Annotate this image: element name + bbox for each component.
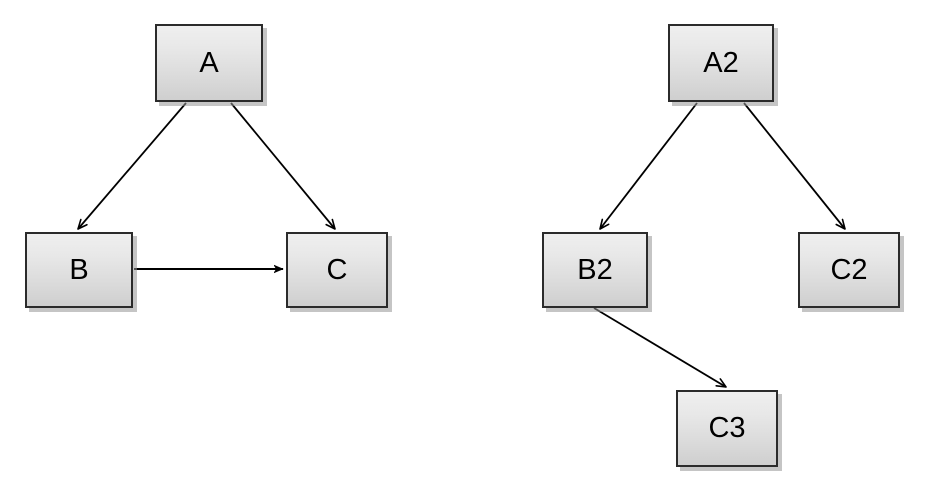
edge-b2-c3[interactable] xyxy=(593,307,727,388)
node-a[interactable]: A xyxy=(155,24,263,102)
edge-a-b[interactable] xyxy=(77,102,187,230)
node-label: C2 xyxy=(830,253,868,286)
node-label: A2 xyxy=(703,46,739,79)
node-a2[interactable]: A2 xyxy=(668,24,774,102)
node-c[interactable]: C xyxy=(286,232,388,308)
edge-a2-c2[interactable] xyxy=(743,102,846,230)
node-b2[interactable]: B2 xyxy=(542,232,648,308)
node-label: C3 xyxy=(708,412,746,444)
node-label: C xyxy=(326,253,348,286)
node-label: A xyxy=(199,46,219,79)
node-label: B2 xyxy=(577,253,613,286)
node-c2[interactable]: C2 xyxy=(798,232,900,308)
node-label: B xyxy=(69,253,89,286)
edge-a2-b2[interactable] xyxy=(599,102,698,230)
edge-a-c[interactable] xyxy=(230,102,336,230)
edges-group xyxy=(77,102,846,388)
node-b[interactable]: B xyxy=(25,232,133,308)
node-c3[interactable]: C3 xyxy=(676,390,778,467)
